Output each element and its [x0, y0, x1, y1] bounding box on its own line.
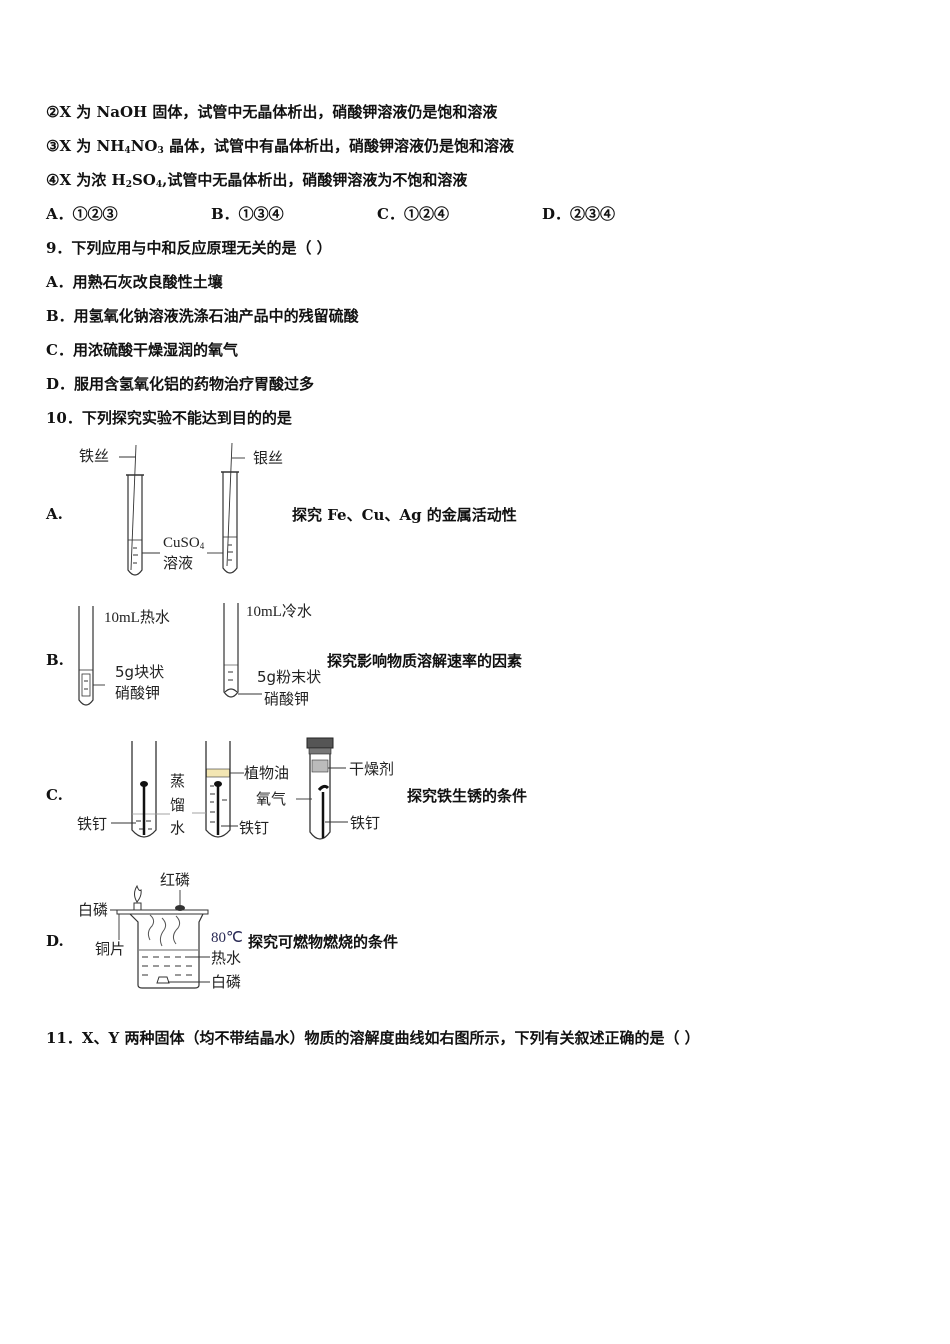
text: NO: [130, 137, 158, 155]
text: ④X 为浓 H: [46, 171, 126, 189]
q9-option-b: B．用氢氧化钠溶液洗涤石油产品中的残留硫酸: [46, 307, 359, 325]
label-nail-2: 铁钉: [239, 819, 270, 837]
label-vegetable-oil: 植物油: [244, 764, 290, 782]
q9-stem: 9．下列应用与中和反应原理无关的是（ ）: [46, 239, 332, 257]
label-distilled-1: 蒸: [170, 772, 186, 790]
q10-option-d-desc: 探究可燃物燃烧的条件: [248, 933, 399, 951]
label-distilled-3: 水: [170, 819, 186, 837]
label-hot-water-d: 热水: [211, 949, 242, 967]
q8-option-b: B．①③④: [211, 205, 284, 223]
label-white-phosphorus-bottom: 白磷: [211, 973, 242, 991]
text: ,试管中无晶体析出，硝酸钾溶液为不饱和溶液: [162, 171, 468, 189]
label-lump: 5g块状: [115, 663, 165, 681]
q10-option-b-letter: B.: [46, 651, 64, 669]
q8-statement-2: ②X 为 NaOH 固体，试管中无晶体析出，硝酸钾溶液仍是饱和溶液: [46, 103, 498, 121]
q11-stem: 11．X、Y 两种固体（均不带结晶水）物质的溶解度曲线如右图所示，下列有关叙述正…: [46, 1029, 700, 1047]
label-powder: 5g粉末状: [257, 668, 322, 686]
subscript: 2: [125, 180, 132, 190]
q10-option-a-letter: A.: [46, 505, 63, 523]
q8-statement-3: ③X 为 NH4NO3 晶体，试管中有晶体析出，硝酸钾溶液仍是饱和溶液: [46, 136, 514, 161]
label-oxygen: 氧气: [256, 790, 287, 808]
subscript: 3: [157, 146, 164, 156]
q10-option-a-desc: 探究 Fe、Cu、Ag 的金属活动性: [292, 506, 517, 524]
label-hot-water: 10mL热水: [104, 610, 170, 626]
label-temperature: 80℃: [211, 930, 243, 946]
label-red-phosphorus: 红磷: [160, 871, 191, 889]
q8-option-a: A．①②③: [46, 205, 118, 223]
label-cuso4: CuSO4: [163, 534, 204, 555]
subscript: 4: [199, 541, 205, 551]
label-silver-wire: 银丝: [253, 449, 284, 467]
label-nail-1: 铁钉: [77, 815, 108, 833]
text: SO: [131, 171, 156, 189]
q10-option-c-desc: 探究铁生锈的条件: [407, 787, 528, 805]
q8-option-c: C．①②④: [377, 205, 449, 223]
q10-stem: 10．下列探究实验不能达到目的的是: [46, 409, 292, 427]
label-desiccant: 干燥剂: [349, 760, 395, 778]
subscript: 4: [124, 146, 131, 156]
label-distilled-2: 馏: [170, 796, 186, 814]
text: 晶体，试管中有晶体析出，硝酸钾溶液仍是饱和溶液: [163, 137, 514, 155]
text: CuSO: [163, 535, 200, 551]
q8-statement-4: ④X 为浓 H2SO4,试管中无晶体析出，硝酸钾溶液为不饱和溶液: [46, 170, 467, 195]
text: ③X 为 NH: [46, 137, 125, 155]
q9-option-c: C．用浓硫酸干燥湿润的氧气: [46, 341, 238, 359]
subscript: 4: [155, 180, 163, 190]
q8-option-d: D．②③④: [542, 205, 616, 223]
label-kno3-2: 硝酸钾: [264, 690, 310, 708]
q10-option-b-desc: 探究影响物质溶解速率的因素: [327, 652, 523, 670]
label-copper-sheet: 铜片: [95, 940, 126, 958]
label-nail-3: 铁钉: [350, 814, 381, 832]
q10-option-d-letter: D.: [46, 932, 64, 950]
label-solution: 溶液: [163, 554, 194, 572]
label-white-phosphorus-top: 白磷: [78, 901, 109, 919]
label-cold-water: 10mL冷水: [246, 604, 312, 620]
q9-option-a: A．用熟石灰改良酸性土壤: [46, 273, 223, 291]
label-kno3-1: 硝酸钾: [115, 684, 161, 702]
label-iron-wire: 铁丝: [79, 447, 110, 465]
q9-option-d: D．服用含氢氧化铝的药物治疗胃酸过多: [46, 375, 315, 393]
q10-option-c-letter: C.: [46, 786, 63, 804]
